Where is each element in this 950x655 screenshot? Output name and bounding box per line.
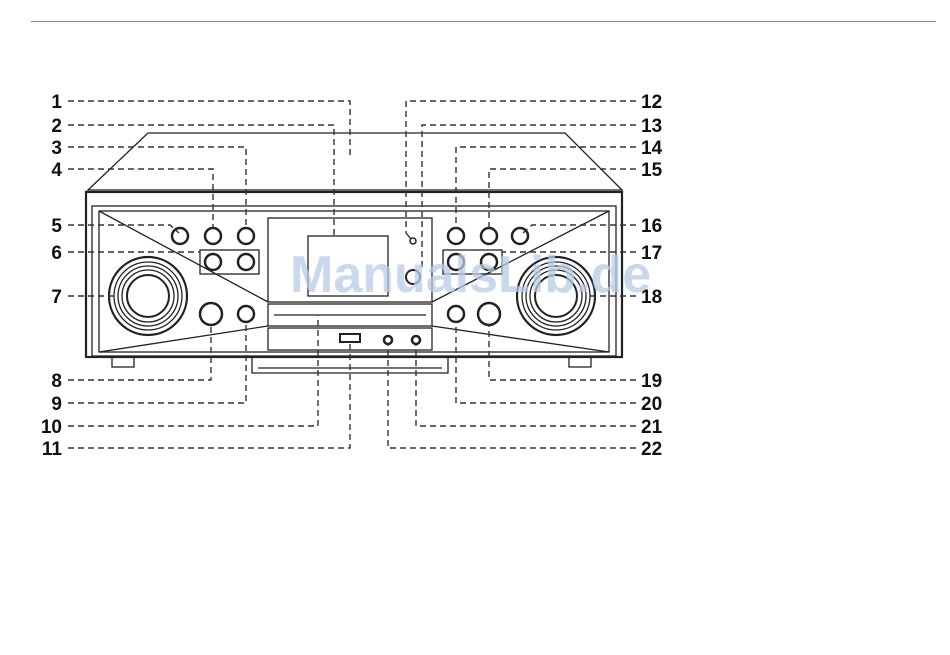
callout-19: 19 bbox=[641, 371, 662, 392]
leader-1 bbox=[68, 101, 350, 158]
button-6b[interactable] bbox=[238, 254, 254, 270]
callout-6: 6 bbox=[51, 243, 62, 264]
callout-16: 16 bbox=[641, 216, 662, 237]
button-6a[interactable] bbox=[205, 254, 221, 270]
callout-5: 5 bbox=[51, 216, 62, 237]
button-20[interactable] bbox=[448, 306, 464, 322]
callout-3: 3 bbox=[51, 138, 62, 159]
leader-12 bbox=[406, 101, 636, 233]
device-top-lid bbox=[88, 133, 622, 190]
callout-8: 8 bbox=[51, 371, 62, 392]
usb-port[interactable] bbox=[340, 334, 360, 342]
button-9[interactable] bbox=[238, 306, 254, 322]
callout-7: 7 bbox=[51, 287, 62, 308]
leader-4 bbox=[68, 169, 213, 228]
callout-21: 21 bbox=[641, 417, 663, 438]
callout-2: 2 bbox=[51, 116, 62, 137]
callout-1: 1 bbox=[51, 92, 62, 113]
callout-4: 4 bbox=[51, 160, 62, 181]
leader-10 bbox=[68, 315, 318, 426]
callout-labels-left: 1 2 3 4 5 6 7 8 9 10 11 bbox=[41, 92, 63, 460]
callout-17: 17 bbox=[641, 243, 662, 264]
callout-15: 15 bbox=[641, 160, 663, 181]
callout-14: 14 bbox=[641, 138, 663, 159]
callout-22: 22 bbox=[641, 439, 662, 460]
button-8[interactable] bbox=[200, 303, 222, 325]
callout-12: 12 bbox=[641, 92, 662, 113]
button-4[interactable] bbox=[205, 228, 221, 244]
callout-9: 9 bbox=[51, 394, 62, 415]
callout-10: 10 bbox=[41, 417, 62, 438]
indicator-led-pointer bbox=[406, 233, 411, 239]
button-5[interactable] bbox=[172, 228, 188, 244]
callout-20: 20 bbox=[641, 394, 662, 415]
device-foot-left bbox=[112, 357, 134, 367]
leader-3 bbox=[68, 147, 246, 228]
button-14[interactable] bbox=[448, 228, 464, 244]
button-3[interactable] bbox=[238, 228, 254, 244]
callout-18: 18 bbox=[641, 287, 662, 308]
watermark: ManualsLib.de bbox=[290, 246, 651, 304]
button-15[interactable] bbox=[481, 228, 497, 244]
callout-13: 13 bbox=[641, 116, 662, 137]
headphone-jack[interactable] bbox=[412, 336, 420, 344]
panel-diagonal bbox=[99, 326, 268, 352]
leader-15 bbox=[489, 169, 636, 228]
button-19[interactable] bbox=[478, 303, 500, 325]
callout-11: 11 bbox=[42, 439, 63, 460]
leader-22 bbox=[388, 344, 636, 448]
leader-2 bbox=[68, 125, 334, 238]
aux-jack[interactable] bbox=[384, 336, 392, 344]
volume-knob-left[interactable] bbox=[109, 257, 187, 335]
panel-diagonal bbox=[432, 326, 609, 352]
leader-5 bbox=[68, 225, 179, 233]
device-foot-right bbox=[569, 357, 591, 367]
